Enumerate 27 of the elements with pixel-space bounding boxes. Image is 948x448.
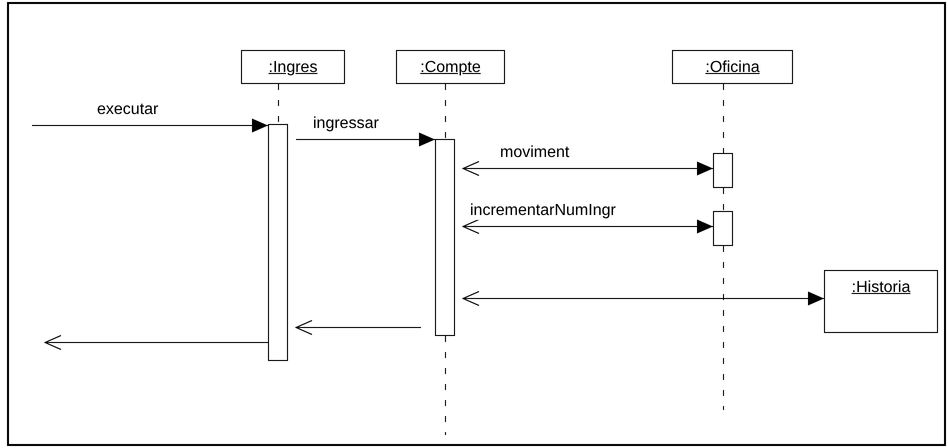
lifeline xyxy=(445,336,446,436)
object-box xyxy=(672,50,793,84)
message-label: ingressar xyxy=(312,115,380,133)
message-arrow xyxy=(462,219,714,234)
lifeline xyxy=(723,246,724,410)
activation-bar xyxy=(713,153,733,188)
lifeline xyxy=(723,188,724,212)
object-box xyxy=(241,50,345,84)
message-arrow xyxy=(44,335,268,350)
activation-bar xyxy=(713,211,733,246)
lifeline xyxy=(445,84,446,140)
object-name: :Ingres xyxy=(268,58,318,77)
activation-bar xyxy=(268,124,288,361)
object-name: :Compte xyxy=(420,58,481,77)
activation-bar xyxy=(435,139,455,336)
lifeline xyxy=(278,84,279,124)
message-arrow xyxy=(462,161,714,176)
message-arrow xyxy=(296,132,436,146)
message-arrow xyxy=(296,320,422,335)
object-box xyxy=(824,270,938,333)
object-name: :Historia xyxy=(852,278,910,297)
message-arrow xyxy=(462,291,824,306)
object-box xyxy=(396,50,505,84)
object-name: :Oficina xyxy=(705,58,760,77)
message-arrow xyxy=(32,118,268,132)
message-label: incrementarNumIngr xyxy=(469,202,617,220)
lifeline xyxy=(723,84,724,154)
